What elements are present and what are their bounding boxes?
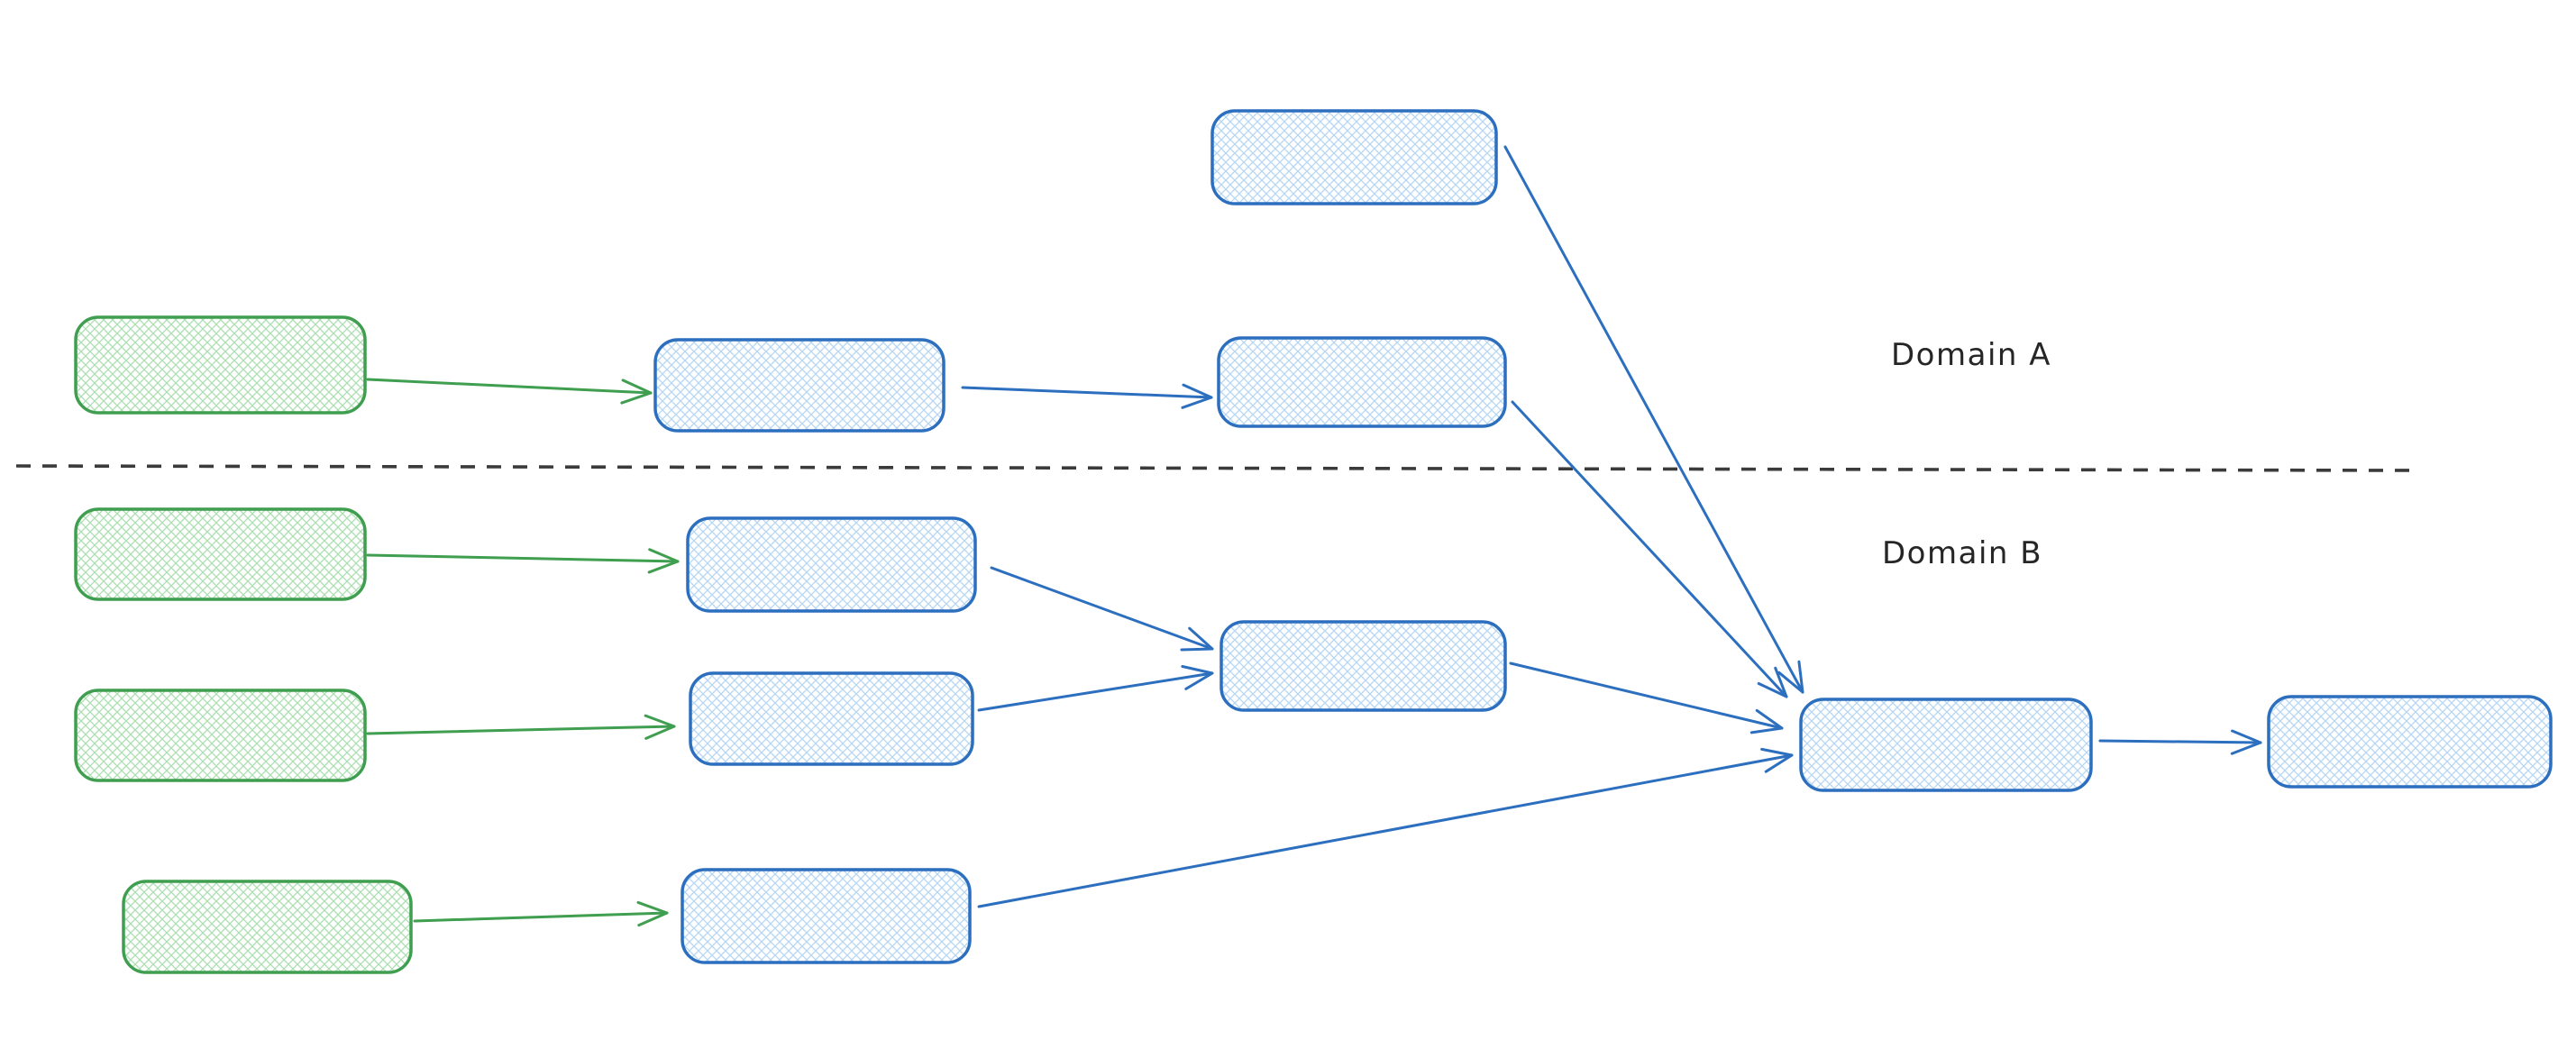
arrow-head (620, 379, 653, 405)
domain-divider-line[interactable] (15, 464, 2418, 472)
arrow-head (1760, 747, 1794, 773)
arrow-head (1181, 383, 1213, 409)
arrow-a-stage-1-to-a-stage-2[interactable] (961, 383, 1213, 409)
node-domain-b-merge[interactable] (1219, 620, 1507, 712)
domain-b-label[interactable]: Domain B (1882, 535, 2042, 571)
node-domain-b-stage-1[interactable] (686, 516, 977, 613)
arrow-b-stage-1-to-b-merge[interactable] (990, 566, 1214, 652)
node-domain-a-top[interactable] (1210, 109, 1498, 205)
arrow-shaft (977, 671, 1214, 712)
arrow-shaft (990, 566, 1214, 651)
arrow-shaft (1509, 661, 1784, 730)
node-output[interactable] (2267, 695, 2553, 789)
arrow-shaft (2098, 739, 2262, 744)
arrow-a-stage-2-to-sink[interactable] (1511, 400, 1788, 698)
arrow-shaft (977, 753, 1794, 908)
arrow-b-source-1-to-b-stage-1[interactable] (366, 548, 680, 574)
arrow-head (2230, 729, 2262, 755)
arrow-shaft (961, 386, 1213, 399)
arrow-b-stage-3-to-sink[interactable] (977, 747, 1794, 908)
arrow-head (647, 548, 680, 574)
domain-a-label[interactable]: Domain A (1891, 337, 2051, 373)
arrow-head (1180, 626, 1214, 652)
node-sink[interactable] (1799, 698, 2093, 792)
node-domain-b-source-2[interactable] (74, 689, 367, 782)
arrow-a-top-to-sink[interactable] (1503, 145, 1804, 694)
node-domain-a-stage-1[interactable] (653, 338, 945, 433)
arrow-b-stage-2-to-b-merge[interactable] (977, 664, 1214, 712)
arrow-head (1181, 664, 1214, 690)
arrow-head (1777, 660, 1804, 694)
arrow-head (1757, 666, 1788, 698)
arrow-sink-to-output[interactable] (2098, 729, 2262, 755)
node-domain-b-source-3[interactable] (122, 880, 413, 974)
arrow-a-source-to-a-stage-1[interactable] (366, 378, 653, 405)
arrow-shaft (413, 911, 669, 923)
node-domain-b-stage-2[interactable] (689, 671, 974, 766)
arrow-head (644, 714, 676, 740)
node-domain-b-source-1[interactable] (74, 507, 367, 601)
node-domain-a-stage-2[interactable] (1217, 336, 1507, 428)
arrow-shaft (366, 378, 653, 395)
node-domain-a-source[interactable] (74, 315, 367, 415)
node-domain-b-stage-3[interactable] (681, 868, 972, 964)
arrow-b-merge-to-sink[interactable] (1509, 661, 1784, 734)
arrow-head (636, 900, 669, 927)
arrow-b-source-2-to-b-stage-2[interactable] (366, 714, 676, 740)
arrow-b-source-3-to-b-stage-3[interactable] (413, 900, 669, 927)
arrow-shaft (1503, 145, 1804, 694)
arrow-head (1749, 708, 1784, 734)
arrow-shaft (1511, 400, 1788, 698)
arrow-shaft (366, 725, 676, 735)
arrow-shaft (366, 553, 680, 563)
